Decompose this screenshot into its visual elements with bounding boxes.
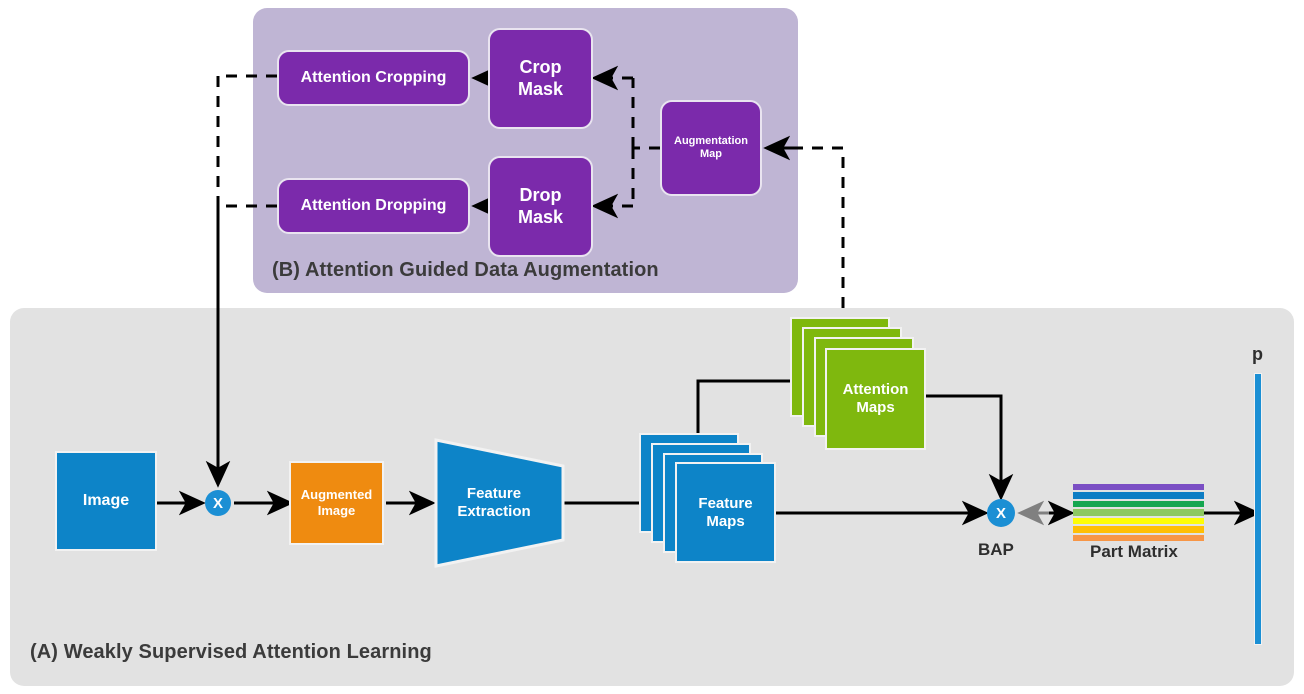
- operator-multiply-augment-symbol: X: [212, 494, 223, 512]
- node-drop-mask-label-line2: Mask: [517, 206, 564, 227]
- part-matrix-stripe: [1073, 526, 1204, 533]
- panel-a-caption: (A) Weakly Supervised Attention Learning: [30, 641, 432, 663]
- node-image-label: Image: [82, 492, 130, 510]
- node-attention-dropping[interactable]: Attention Dropping: [277, 178, 470, 234]
- node-attention-maps[interactable]: Attention Maps: [825, 348, 926, 450]
- node-attention-maps-label-line2: Maps: [856, 399, 895, 416]
- part-matrix-stripe: [1073, 517, 1204, 525]
- part-matrix-stripe: [1073, 484, 1204, 491]
- node-attention-dropping-label: Attention Dropping: [300, 196, 447, 214]
- node-augmentation-map[interactable]: Augmentation Map: [660, 100, 762, 196]
- node-part-matrix[interactable]: [1073, 484, 1204, 541]
- label-part-matrix: Part Matrix: [1090, 542, 1178, 561]
- part-matrix-stripe: [1073, 509, 1204, 516]
- node-feature-extraction[interactable]: Feature Extraction: [434, 438, 566, 568]
- node-drop-mask[interactable]: Drop Mask: [488, 156, 593, 257]
- node-feature-extraction-label-line2: Extraction: [457, 503, 531, 520]
- part-matrix-stripe: [1073, 534, 1204, 541]
- node-image[interactable]: Image: [55, 451, 157, 551]
- node-augmented-image-label-line1: Augmented: [300, 487, 373, 503]
- operator-bap-multiply-symbol: X: [995, 504, 1006, 522]
- node-feature-maps[interactable]: Feature Maps: [675, 462, 776, 563]
- node-augmentation-map-label-line1: Augmentation: [674, 135, 748, 148]
- node-feature-extraction-label-line1: Feature: [466, 485, 522, 502]
- panel-b-caption: (B) Attention Guided Data Augmentation: [272, 259, 659, 281]
- node-feature-maps-label-line2: Maps: [706, 512, 745, 530]
- operator-multiply-augment[interactable]: X: [205, 490, 231, 516]
- part-matrix-stripe: [1073, 492, 1204, 499]
- node-attention-cropping-label: Attention Cropping: [300, 68, 447, 86]
- label-probability: p: [1252, 344, 1263, 364]
- node-attention-maps-label-line1: Attention: [842, 381, 909, 398]
- node-probability-vector[interactable]: [1254, 373, 1262, 645]
- node-crop-mask[interactable]: Crop Mask: [488, 28, 593, 129]
- node-drop-mask-label-line1: Drop: [519, 185, 562, 206]
- part-matrix-stripe: [1073, 500, 1204, 508]
- node-crop-mask-label-line1: Crop: [519, 57, 562, 78]
- node-augmented-image-label-line2: Image: [317, 503, 356, 518]
- label-bap: BAP: [978, 540, 1014, 559]
- node-augmentation-map-label-line2: Map: [700, 148, 722, 160]
- operator-bap-multiply[interactable]: X: [987, 499, 1015, 527]
- node-augmented-image[interactable]: Augmented Image: [289, 461, 384, 545]
- feature-extraction-shape: [434, 438, 565, 568]
- node-attention-cropping[interactable]: Attention Cropping: [277, 50, 470, 106]
- node-feature-maps-label-line1: Feature: [698, 494, 753, 512]
- node-crop-mask-label-line2: Mask: [517, 78, 564, 99]
